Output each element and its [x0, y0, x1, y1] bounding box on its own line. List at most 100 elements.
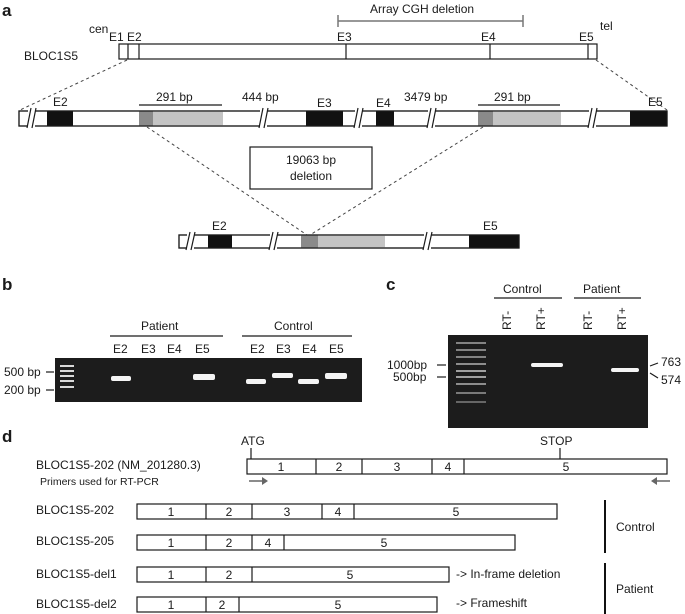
result-track-outline [178, 234, 520, 249]
result-repeat-light [318, 235, 385, 248]
deletion-line-left [146, 126, 308, 236]
result-repeat-dark [301, 235, 318, 248]
result-exon-e5 [469, 235, 519, 248]
t202-exon-3: 3 [284, 505, 291, 519]
b-control-label: Control [274, 319, 313, 333]
c-control-label: Control [503, 282, 542, 296]
c-band-763: 763 [661, 355, 681, 369]
del2-note: -> Frameshift [456, 596, 528, 610]
t205-track [136, 534, 516, 551]
t202-label: BLOC1S5-202 [36, 503, 114, 517]
c-lane-2: RT+ [534, 307, 548, 330]
b-lane-4: E5 [195, 342, 210, 356]
b-lane-7: E4 [302, 342, 317, 356]
b-lane-6: E3 [276, 342, 291, 356]
primer-forward-arrow [249, 477, 268, 485]
t205-exon-2: 2 [226, 536, 233, 550]
b-lane-3: E4 [167, 342, 182, 356]
exon-e5-label: E5 [579, 30, 594, 44]
b-band-patient-e2 [111, 376, 131, 381]
del1-label: BLOC1S5-del1 [36, 567, 117, 581]
tel-label: tel [600, 19, 613, 33]
result-e5-label: E5 [483, 219, 498, 233]
b-band-control-e5 [325, 373, 347, 379]
c-pointer-574 [649, 372, 659, 379]
b-lane-8: E5 [329, 342, 344, 356]
break-2 [260, 109, 267, 128]
result-breaks [185, 231, 433, 251]
b-patient-label: Patient [141, 319, 179, 333]
del1-exon-1: 1 [168, 568, 175, 582]
b-size-500: 500 bp [4, 365, 41, 379]
c-patient-label: Patient [583, 282, 621, 296]
repeat2-label: 291 bp [494, 90, 531, 104]
break-5 [589, 109, 596, 128]
ref-transcript-label: BLOC1S5-202 (NM_201280.3) [36, 458, 201, 472]
del2-exon-2: 2 [219, 598, 226, 612]
t202-exon-2: 2 [226, 505, 233, 519]
ref-exon-4: 4 [445, 460, 452, 474]
gene-label: BLOC1S5 [24, 49, 78, 63]
zoom-line-left [19, 59, 128, 111]
repeat1-label: 291 bp [156, 90, 193, 104]
del2-exon-1: 1 [168, 598, 175, 612]
gap2-label: 3479 bp [404, 90, 448, 104]
panel-b-label: b [2, 275, 12, 294]
result-exon-e2 [208, 235, 232, 248]
ref-exon-1: 1 [278, 460, 285, 474]
b-band-control-e3 [272, 373, 293, 378]
cen-label: cen [89, 22, 108, 36]
ref-exon-2: 2 [336, 460, 343, 474]
del2-track [136, 596, 438, 613]
exon-e3-label: E3 [337, 30, 352, 44]
c-band-patient-rtplus [611, 368, 639, 372]
del2-exon-5: 5 [335, 598, 342, 612]
repeat1-light [153, 111, 223, 126]
b-size-200: 200 bp [4, 383, 41, 397]
b-lane-5: E2 [250, 342, 265, 356]
t205-exon-5: 5 [381, 536, 388, 550]
d-control-label: Control [616, 520, 655, 534]
t202-exon-1: 1 [168, 505, 175, 519]
panel-b: b Patient Control E2 E3 E4 E5 E2 E3 E4 E… [2, 275, 362, 402]
exon-e1-label: E1 [109, 30, 124, 44]
t205-label: BLOC1S5-205 [36, 534, 114, 548]
t202-exon-4: 4 [335, 505, 342, 519]
gel-c-ladder [456, 342, 486, 403]
c-size-500: 500bp [393, 370, 427, 384]
b-band-patient-e5 [193, 374, 215, 380]
d-patient-label: Patient [616, 582, 654, 596]
del1-track [136, 566, 450, 583]
del1-exon-5: 5 [347, 568, 354, 582]
ref-exon-3: 3 [394, 460, 401, 474]
c-lane-3: RT- [581, 311, 595, 330]
b-lane-1: E2 [113, 342, 128, 356]
t202-exon-5: 5 [453, 505, 460, 519]
cgh-label: Array CGH deletion [370, 2, 474, 16]
repeat2-light [493, 111, 561, 126]
c-band-574: 574 [661, 373, 681, 387]
zoom-track-outline [18, 110, 668, 127]
zoom-e4-label: E4 [376, 96, 391, 110]
zoom-exon-e5 [630, 111, 667, 126]
exon-e4-label: E4 [481, 30, 496, 44]
ref-exon-5: 5 [563, 460, 570, 474]
gel-c [448, 335, 648, 428]
repeat2-dark [478, 111, 493, 126]
b-lane-2: E3 [141, 342, 156, 356]
deletion-line-right [309, 126, 484, 236]
break-4 [428, 109, 435, 128]
b-band-control-e4 [298, 379, 319, 384]
panel-c: c Control Patient RT- RT+ RT- RT+ 1000bp… [386, 275, 681, 428]
c-lane-1: RT- [500, 311, 514, 330]
panel-a-label: a [2, 1, 12, 20]
zoom-line-right [595, 59, 668, 111]
zoom-exon-e3 [306, 111, 343, 126]
zoom-e3-label: E3 [317, 96, 332, 110]
stop-label: STOP [540, 434, 572, 448]
c-band-control-rtplus [531, 363, 563, 367]
break-3 [355, 109, 362, 128]
zoom-e5-label: E5 [648, 95, 663, 109]
primer-reverse-arrow [651, 477, 670, 485]
del1-note: -> In-frame deletion [456, 567, 560, 581]
